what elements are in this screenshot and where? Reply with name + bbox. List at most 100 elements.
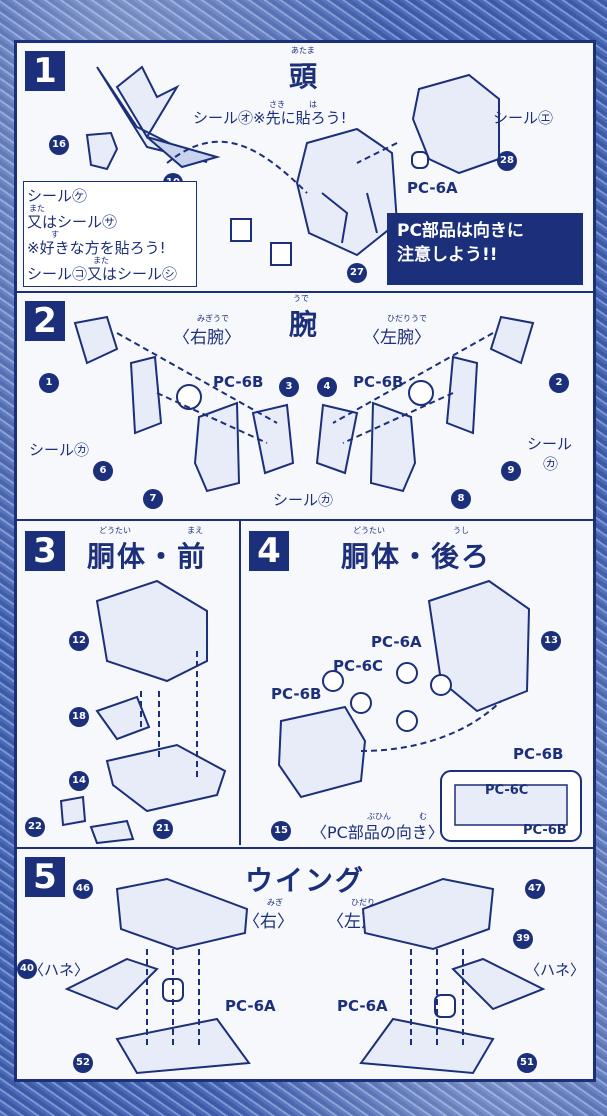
helmet-shape (295, 127, 399, 257)
part-badge-16: 16 (49, 135, 69, 155)
part-badge-22: 22 (25, 817, 45, 837)
ruby: ひだりうで (387, 314, 427, 323)
seal-piece (270, 242, 292, 266)
pc-6a-right-label: PC-6A (225, 997, 276, 1015)
wing-blade-label-right: 〈ハネ〉 (525, 961, 586, 979)
ruby: みぎ (267, 898, 283, 907)
pc-6a-label: PC-6A (407, 179, 458, 197)
seal-ka-right-mark: ㋕ (543, 455, 559, 473)
inset-pc-6c-label: PC-6C (485, 783, 529, 798)
ruby: どうたい (99, 526, 131, 535)
ruby: どうたい (353, 526, 385, 535)
part-badge-3: 3 (279, 377, 299, 397)
torso-front-drawing (59, 579, 227, 845)
antenna-part (96, 65, 221, 169)
ruby: うで (293, 294, 309, 303)
part-badge-21: 21 (153, 819, 173, 839)
seal-choice-box (23, 181, 197, 287)
part-badge-7: 7 (143, 489, 163, 509)
ruby: は (309, 100, 317, 109)
section-title: 胴体・前 (87, 540, 208, 573)
part-16-shape (85, 131, 119, 171)
section-head: 1 あたま 頭 16 10 (17, 43, 593, 293)
left-arm-label: 〈左腕〉 (363, 328, 431, 348)
step-number: 1 (25, 51, 65, 91)
pc-6b-right-label: PC-6B (213, 373, 264, 391)
seal-ka-center-label: シール㋕ (273, 491, 334, 509)
section-arm: 2 うで 腕 みぎうで 〈右腕〉 ひだりうで 〈左腕〉 PC-6B PC-6B … (17, 293, 593, 521)
arm-parts-drawing (73, 315, 535, 493)
ruby: ひだり (351, 898, 375, 907)
part-badge-40: 40 (17, 959, 37, 979)
ruby: ぶひん (367, 812, 391, 821)
right-wing-label: 〈右〉 (243, 912, 294, 932)
part-badge-9: 9 (501, 461, 521, 481)
step-number: 2 (25, 301, 65, 341)
wing-drawing (64, 877, 546, 1075)
step-number: 4 (249, 531, 289, 571)
part-badge-28: 28 (497, 151, 517, 171)
torso-back-drawing (277, 579, 582, 842)
ruby: みぎうで (197, 314, 229, 323)
part-badge-8: 8 (451, 489, 471, 509)
seal-e-label: シール㋓ (493, 109, 554, 127)
note-line-2: 注意しよう!! (397, 245, 498, 265)
pc-6b-right-label: PC-6B (513, 745, 564, 763)
seal-ka-left-label: シール㋕ (29, 441, 90, 459)
seal-ko-shi-label: シール㋙又はシール㋛ (27, 265, 178, 283)
section-title: ウイング (245, 864, 366, 897)
part-badge-12: 12 (69, 631, 89, 651)
pc-orientation-caption: 〈PC部品の向き〉 (311, 823, 444, 842)
pc-6a-left-label: PC-6A (337, 997, 388, 1015)
assembly-arrows (166, 140, 398, 194)
section-torso-back: 4 どうたい うし 胴体・後ろ PC-6A PC-6C PC-6B PC-6B … (241, 521, 593, 845)
section-title: 腕 (289, 308, 320, 341)
right-arm-label: 〈右腕〉 (173, 328, 241, 348)
part-badge-1: 1 (39, 373, 59, 393)
instruction-sheet: 1 あたま 頭 16 10 (14, 40, 596, 1082)
choose-label: ※好きな方を貼ろう! (27, 239, 166, 257)
part-badge-15: 15 (271, 821, 291, 841)
ruby: また (93, 256, 109, 265)
pc-6a-part (411, 151, 429, 169)
ruby: さき (269, 100, 285, 109)
ruby: あたま (291, 46, 315, 55)
section-title: 頭 (289, 60, 320, 93)
seal-piece (230, 218, 252, 242)
section-wing: 5 ウイング みぎ 〈右〉 ひだり 〈左〉 〈ハネ〉 〈ハネ〉 PC-6A PC… (17, 847, 593, 1081)
pc-6c-label: PC-6C (333, 657, 384, 675)
part-badge-14: 14 (69, 771, 89, 791)
pc-orientation-note: PC部品は向きに 注意しよう!! (387, 213, 583, 285)
note-line-1: PC部品は向きに (397, 221, 524, 241)
ruby: うし (453, 526, 469, 535)
ruby: また (29, 204, 45, 213)
section-torso-front: 3 どうたい まえ 胴体・前 12 18 14 22 21 (17, 521, 241, 845)
seal-o-label: シール㋔※先に貼ろう! (193, 109, 347, 127)
step-number: 5 (25, 857, 65, 897)
part-badge-46: 46 (73, 879, 93, 899)
ruby: まえ (187, 526, 203, 535)
inset-pc-6b-label: PC-6B (523, 823, 567, 838)
part-badge-39: 39 (513, 929, 533, 949)
step-number: 3 (25, 531, 65, 571)
part-badge-4: 4 (317, 377, 337, 397)
part-badge-2: 2 (549, 373, 569, 393)
seal-ke-label: シール㋘ (27, 187, 88, 205)
part-badge-18: 18 (69, 707, 89, 727)
seal-sa-label: 又はシール㋚ (27, 213, 118, 231)
seal-ka-right-label: シール (527, 435, 573, 453)
head-back-shape (411, 73, 500, 175)
part-badge-6: 6 (93, 461, 113, 481)
pc-6b-left-label: PC-6B (271, 685, 322, 703)
pc-6a-label: PC-6A (371, 633, 422, 651)
part-badge-51: 51 (517, 1053, 537, 1073)
part-badge-47: 47 (525, 879, 545, 899)
ruby: す (51, 230, 59, 239)
wing-blade-label-left: 〈ハネ〉 (29, 961, 90, 979)
ruby: む (419, 812, 427, 821)
part-badge-27: 27 (347, 263, 367, 283)
pc-6b-left-label: PC-6B (353, 373, 404, 391)
section-title: 胴体・後ろ (341, 540, 492, 573)
part-badge-52: 52 (73, 1053, 93, 1073)
part-badge-13: 13 (541, 631, 561, 651)
